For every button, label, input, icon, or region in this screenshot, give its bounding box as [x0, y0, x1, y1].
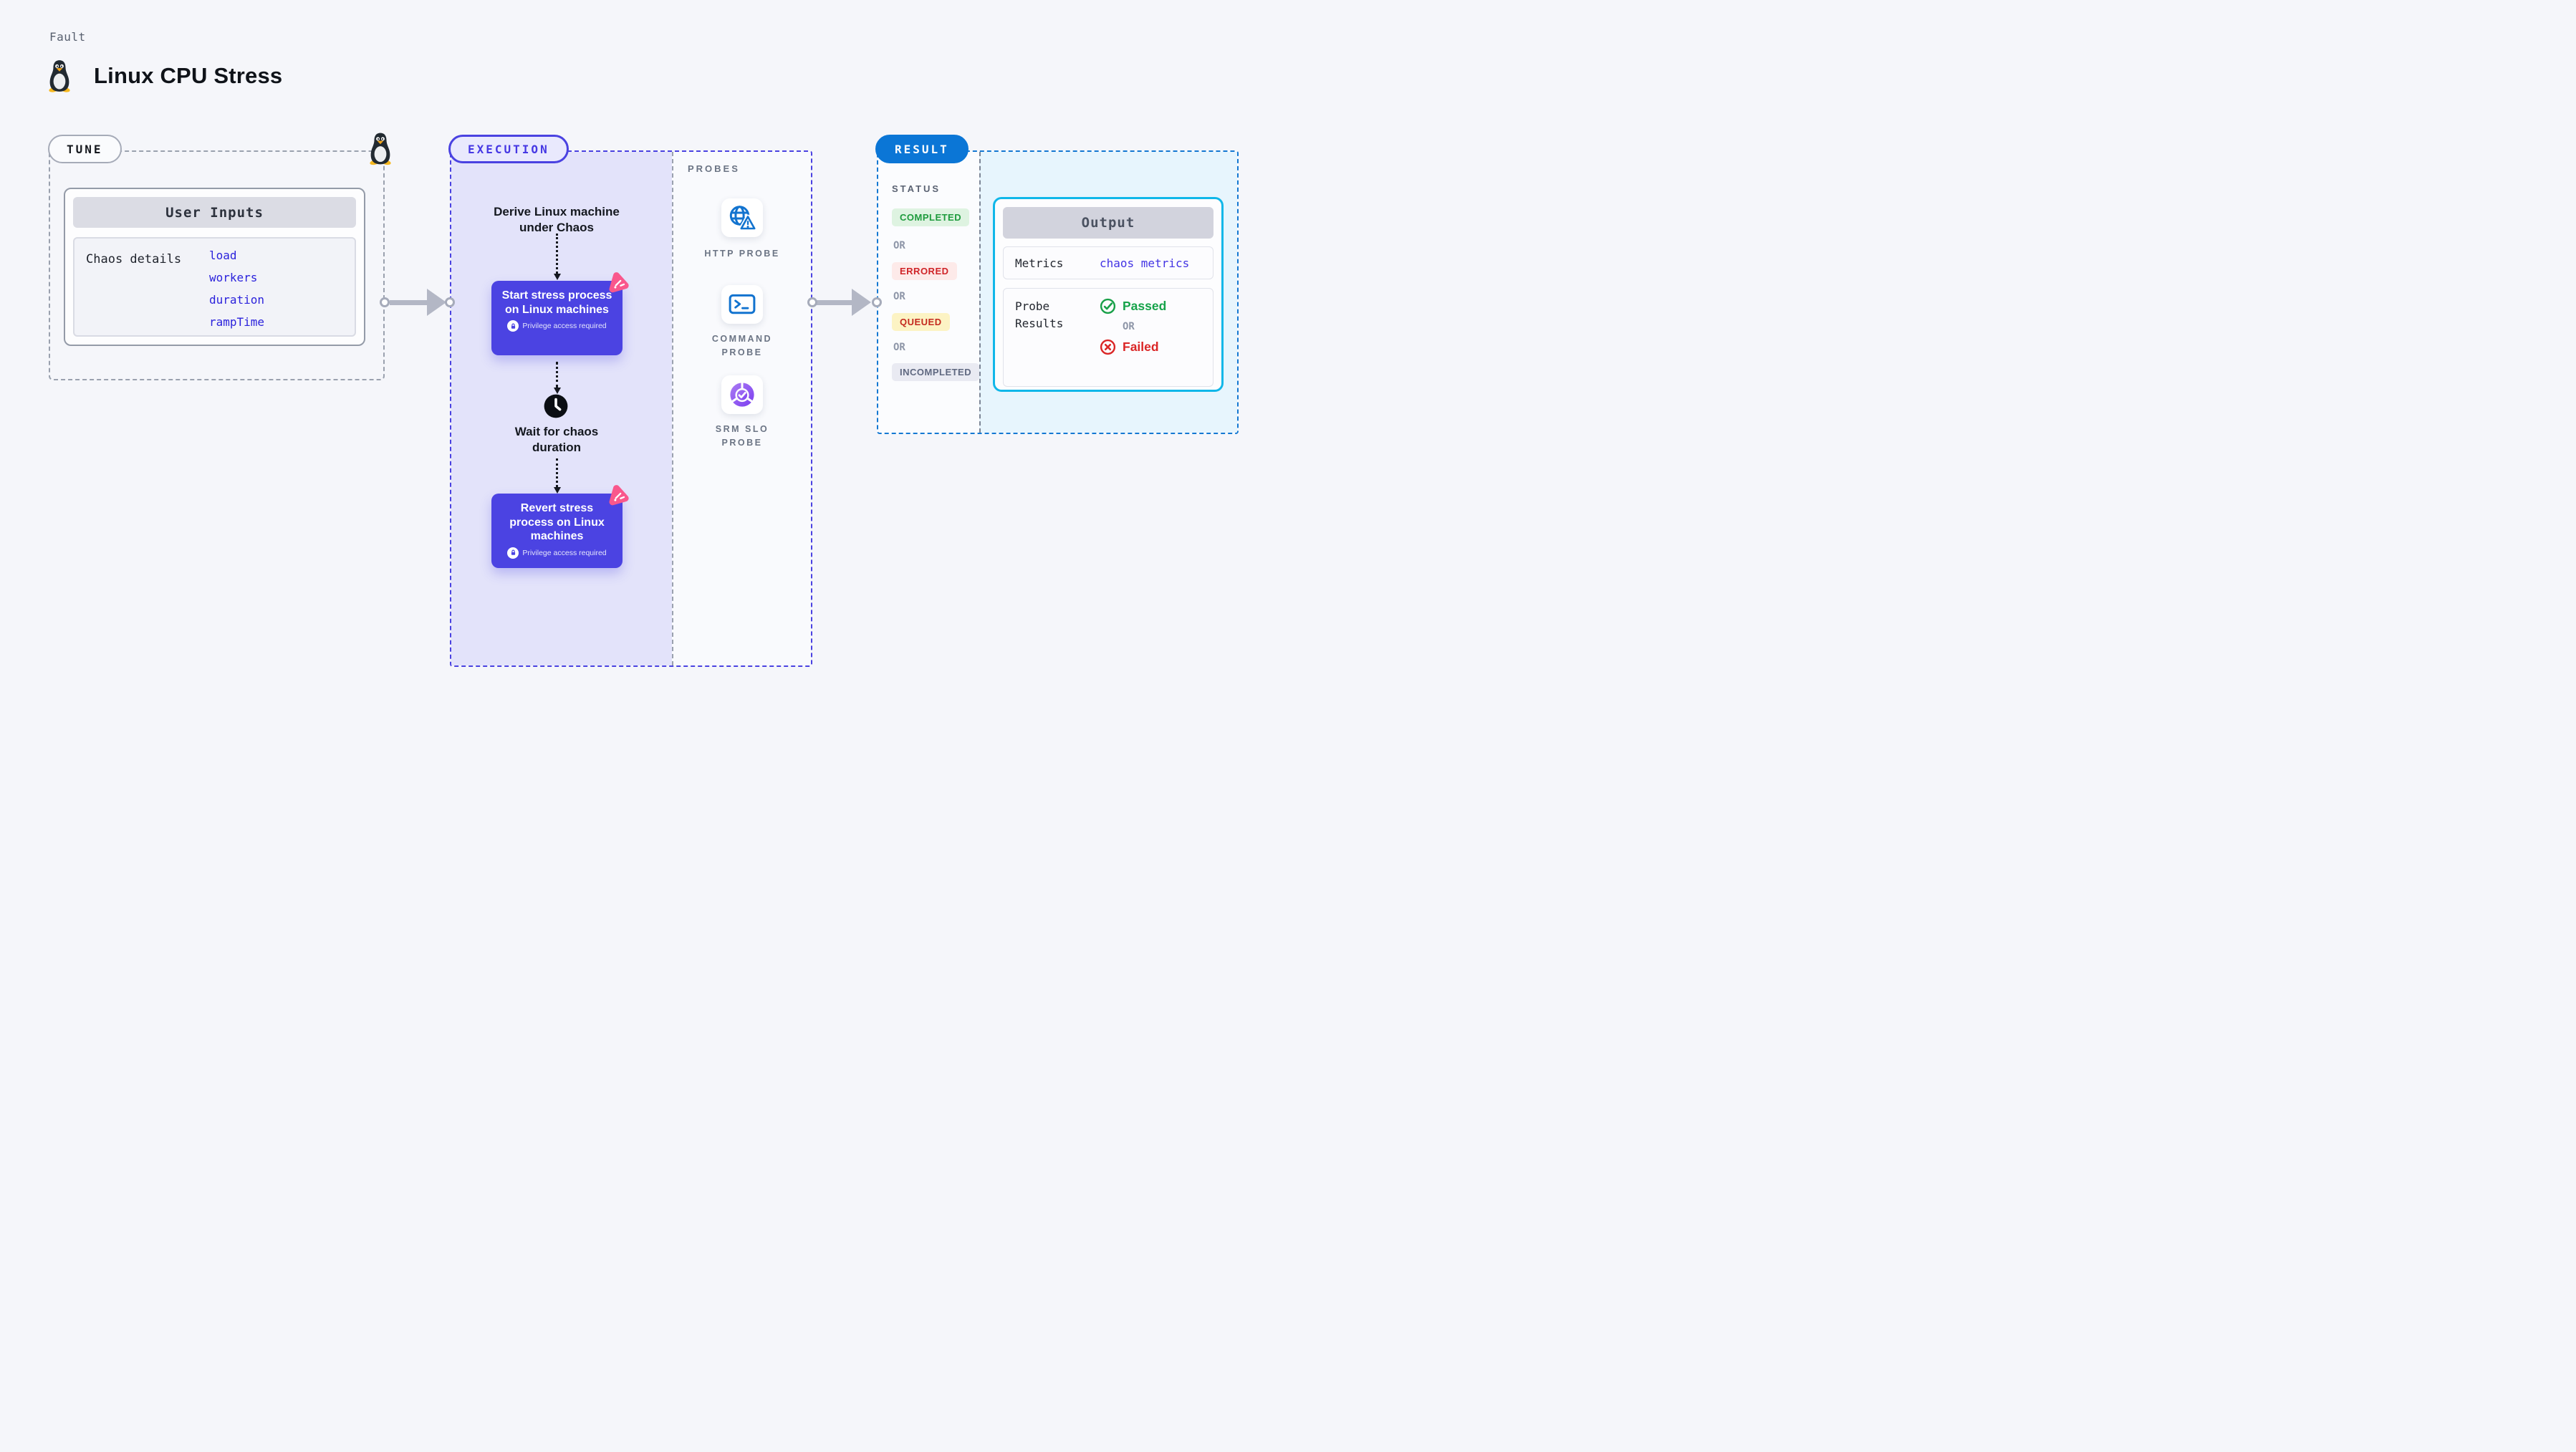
or-separator: OR: [893, 291, 905, 302]
check-circle-icon: [1100, 298, 1116, 314]
srm-slo-probe-card: [721, 375, 763, 414]
probe-results-row: Probe Results Passed OR Failed: [1003, 288, 1213, 387]
chaos-details-row: Chaos details load workers duration ramp…: [73, 237, 356, 337]
step-derive-label: Derive Linux machine under Chaos: [494, 205, 620, 234]
http-probe-icon: [728, 205, 756, 231]
status-badge-completed: COMPLETED: [892, 208, 970, 226]
output-card: Output Metrics chaos metrics Probe Resul…: [993, 197, 1224, 392]
or-separator: OR: [893, 342, 905, 353]
chaos-module-icon: [606, 271, 632, 297]
flow-arrow-down: [553, 362, 561, 394]
result-badge: RESULT: [875, 135, 969, 163]
link-load[interactable]: load: [209, 249, 237, 262]
failed-text: Failed: [1123, 340, 1159, 354]
passed-line: Passed: [1100, 298, 1166, 314]
privilege-note: Privilege access required: [499, 320, 615, 332]
srm-slo-probe-label: SRM SLO PROBE: [715, 424, 769, 448]
execution-to-result-arrowhead: [852, 289, 871, 316]
probes-label: PROBES: [688, 163, 740, 174]
privilege-note-text: Privilege access required: [522, 322, 607, 331]
flow-arrow-down: [553, 458, 561, 494]
command-probe-card: [721, 285, 763, 324]
probe-results-label: Probe Results: [1015, 299, 1064, 330]
http-probe-card: [721, 198, 763, 237]
fault-kicker: Fault: [49, 30, 86, 44]
privilege-note-text: Privilege access required: [522, 548, 607, 557]
output-title: Output: [1003, 207, 1213, 239]
chaos-module-icon: [606, 484, 632, 509]
x-circle-icon: [1100, 339, 1116, 355]
connector-circle: [807, 297, 817, 307]
link-ramptime[interactable]: rampTime: [209, 315, 265, 329]
fault-diagram: Fault Linux CPU Stress TUNE User Inputs …: [0, 0, 1288, 726]
tune-section: [49, 150, 385, 380]
lock-icon: [507, 320, 519, 332]
or-separator: OR: [1123, 321, 1135, 332]
tune-badge: TUNE: [48, 135, 122, 163]
passed-text: Passed: [1123, 299, 1167, 313]
execution-to-result-line: [816, 300, 853, 305]
probe-results-values: Passed OR Failed: [1100, 298, 1166, 377]
tux-penguin-icon: [46, 59, 73, 93]
tunable-links: load workers duration rampTime: [209, 249, 265, 329]
connector-circle: [872, 297, 882, 307]
step-start-stress: Start stress process on Linux machines P…: [491, 281, 623, 355]
command-probe-icon: [729, 294, 756, 315]
link-workers[interactable]: workers: [209, 271, 258, 284]
user-inputs-title: User Inputs: [73, 197, 356, 228]
chaos-metrics-link[interactable]: chaos metrics: [1100, 256, 1190, 270]
lock-icon: [507, 547, 519, 559]
privilege-note: Privilege access required: [499, 547, 615, 559]
status-badge-queued: QUEUED: [892, 313, 950, 331]
clock-icon: [544, 394, 568, 418]
step-start-title: Start stress process on Linux machines: [501, 289, 612, 316]
http-probe-label: HTTP PROBE: [704, 249, 780, 259]
srm-slo-probe-icon: [729, 381, 756, 408]
or-separator: OR: [893, 240, 905, 251]
connector-circle: [445, 297, 455, 307]
step-revert-title: Revert stress process on Linux machines: [509, 502, 605, 543]
tune-to-execution-arrowhead: [427, 289, 446, 316]
tux-penguin-icon-small: [367, 132, 394, 165]
link-duration[interactable]: duration: [209, 293, 265, 307]
command-probe-label: COMMAND PROBE: [711, 334, 773, 358]
metrics-label: Metrics: [1015, 256, 1064, 270]
execution-badge: EXECUTION: [448, 135, 569, 163]
user-inputs-card: User Inputs Chaos details load workers d…: [64, 188, 365, 346]
step-wait-label: Wait for chaos duration: [514, 425, 599, 454]
flow-arrow-down: [553, 234, 561, 280]
chaos-details-label: Chaos details: [86, 252, 182, 266]
status-badge-errored: ERRORED: [892, 262, 957, 280]
metrics-row: Metrics chaos metrics: [1003, 246, 1213, 279]
status-badge-incompleted: INCOMPLETED: [892, 363, 980, 381]
connector-circle: [380, 297, 390, 307]
step-revert-stress: Revert stress process on Linux machines …: [491, 494, 623, 568]
failed-line: Failed: [1100, 339, 1166, 355]
page-title: Linux CPU Stress: [94, 63, 283, 88]
status-label: STATUS: [892, 183, 941, 194]
tune-to-execution-line: [390, 300, 431, 305]
